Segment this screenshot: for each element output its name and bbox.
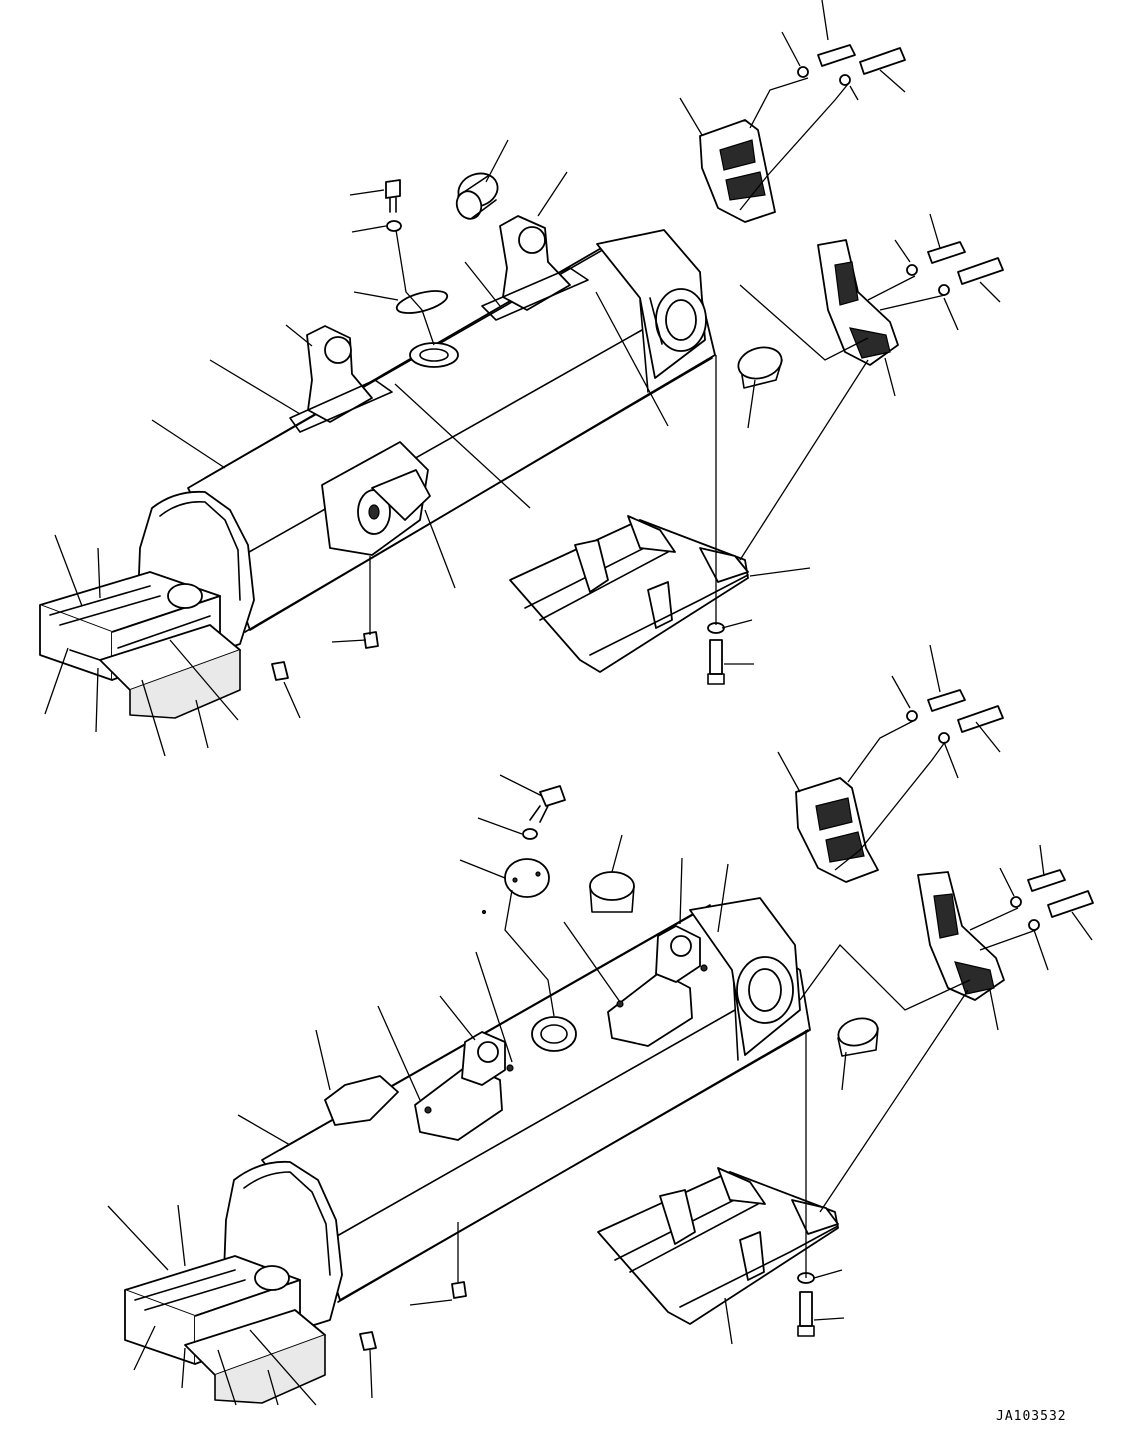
upper-bracket-rear bbox=[290, 326, 392, 432]
lower-guide-rails bbox=[125, 1256, 325, 1403]
upper-callout-leaders bbox=[45, 0, 1000, 756]
lower-callout-leaders bbox=[108, 645, 1092, 1405]
upper-reference-lines bbox=[370, 78, 945, 635]
upper-track-frame-assembly bbox=[40, 0, 1003, 756]
upper-guide-rails bbox=[40, 572, 240, 718]
lower-collar bbox=[590, 872, 881, 1056]
upper-bolts bbox=[272, 45, 1003, 680]
lower-track-guard-top bbox=[796, 778, 878, 882]
upper-front-collar bbox=[735, 343, 785, 388]
upper-track-guard-top bbox=[700, 120, 775, 222]
drawing-code-label: JA103532 bbox=[996, 1409, 1067, 1424]
upper-track-guard-side bbox=[818, 240, 898, 365]
lower-reference-lines bbox=[458, 720, 1036, 1282]
lower-bracket-rear bbox=[462, 1032, 505, 1085]
upper-bracket-front bbox=[482, 216, 588, 320]
upper-carrier-guard bbox=[510, 516, 748, 684]
lower-bracket-front bbox=[656, 926, 700, 982]
upper-cover-plate bbox=[386, 180, 449, 317]
lower-bolts bbox=[360, 690, 1093, 1350]
lower-track-guard-side bbox=[918, 872, 1004, 1000]
lower-cover-plate bbox=[505, 786, 565, 897]
lower-track-frame-assembly bbox=[108, 645, 1093, 1405]
upper-collar bbox=[453, 168, 502, 222]
lower-carrier-guard bbox=[598, 1168, 838, 1336]
marker-dot bbox=[483, 911, 486, 914]
